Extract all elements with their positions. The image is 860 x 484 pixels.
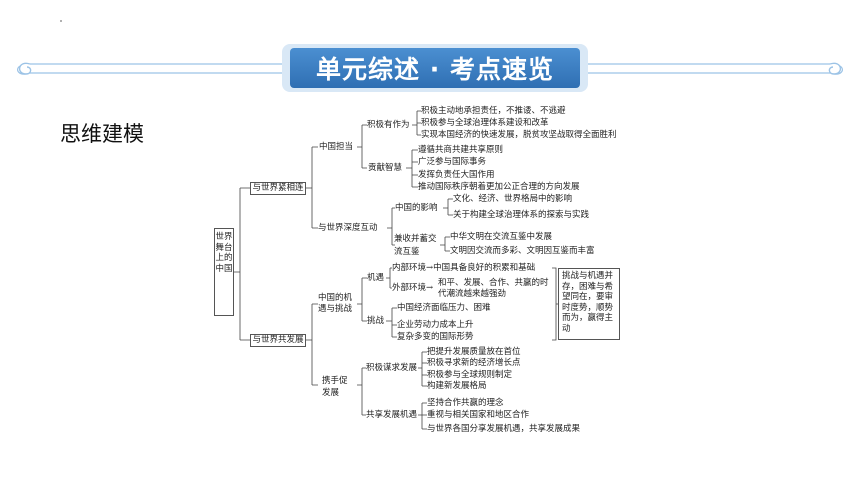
node-challenge: 挑战: [367, 316, 385, 326]
list-item: 推动国际秩序朝着更加公正合理的方向发展: [418, 182, 580, 192]
internal-env-text: 中国具备良好的积累和基础: [433, 263, 536, 273]
list-item: 坚持合作共赢的理念: [427, 398, 504, 408]
node-external-env-label: 外部环境→: [392, 283, 433, 293]
list-item: 与世界各国分享发展机遇，共享发展成果: [427, 424, 581, 434]
node-promote-development: 携手促发展: [322, 376, 348, 398]
list-item: 中华文明在交流互鉴中发展: [450, 232, 553, 242]
node-deep-interaction: 与世界深度互动: [318, 223, 378, 233]
list-item: 文明因交流而多彩、文明因互鉴而丰富: [450, 246, 595, 256]
list-item: 中国经济面临压力、困难: [397, 303, 491, 313]
list-item: 积极寻求新的经济增长点: [427, 358, 521, 368]
list-item: 积极参与全球治理体系建设和改革: [421, 118, 549, 128]
node-china-influence: 中国的影响: [395, 203, 438, 213]
arrow-icon: →: [426, 283, 434, 293]
list-item: 实现本国经济的快速发展，脱贫攻坚战取得全面胜利: [421, 130, 617, 140]
external-env-text: 和平、发展、合作、共赢的时代潮流越来越强劲: [438, 278, 549, 299]
arrow-icon: →: [426, 263, 434, 273]
list-item: 发挥负责任大国作用: [418, 170, 495, 180]
node-active: 积极有作为: [367, 120, 410, 130]
node-opportunities-challenges: 中国的机遇与挑战: [318, 293, 353, 314]
section-heading: 思维建模: [60, 122, 144, 146]
node-share-opportunities: 共享发展机遇: [366, 410, 418, 420]
banner-title: 单元综述 · 考点速览: [316, 55, 554, 84]
note-box: 挑战与机遇并存，困难与希望同在，要审时度势，顺势而为，赢得主动: [558, 268, 620, 340]
list-item: 企业劳动力成本上升: [397, 320, 474, 330]
node-internal-env: 内部环境→中国具备良好的积累和基础: [392, 263, 535, 273]
list-item: 文化、经济、世界格局中的影响: [453, 194, 573, 204]
internal-env-label: 内部环境: [392, 263, 427, 273]
node-mutual-learning: 兼收并蓄交流互鉴: [394, 234, 437, 257]
corner-dot: [60, 20, 62, 22]
list-item: 把提升发展质量放在首位: [427, 347, 521, 357]
branch-connected: 与世界紧相连: [250, 182, 306, 195]
external-env-label: 外部环境: [392, 283, 427, 293]
node-opportunity: 机遇: [367, 273, 385, 283]
node-china-responsibility: 中国担当: [319, 142, 354, 152]
node-seek-development: 积极谋求发展: [366, 363, 418, 373]
list-item: 广泛参与国际事务: [418, 157, 487, 167]
list-item: 积极主动地承担责任，不推诿、不逃避: [421, 106, 566, 116]
list-item: 构建新发展格局: [427, 381, 487, 391]
root-node: 世界舞台上的中国: [214, 228, 234, 316]
branch-develop-together: 与世界共发展: [250, 334, 306, 347]
list-item: 复杂多变的国际形势: [397, 332, 474, 342]
list-item: 关于构建全球治理体系的探索与实践: [453, 210, 590, 220]
banner-decoration: [17, 44, 843, 92]
node-wisdom: 贡献智慧: [368, 163, 403, 173]
list-item: 积极参与全球规则制定: [427, 370, 513, 380]
list-item: 遵循共商共建共享原则: [418, 145, 504, 155]
list-item: 重视与相关国家和地区合作: [427, 410, 530, 420]
